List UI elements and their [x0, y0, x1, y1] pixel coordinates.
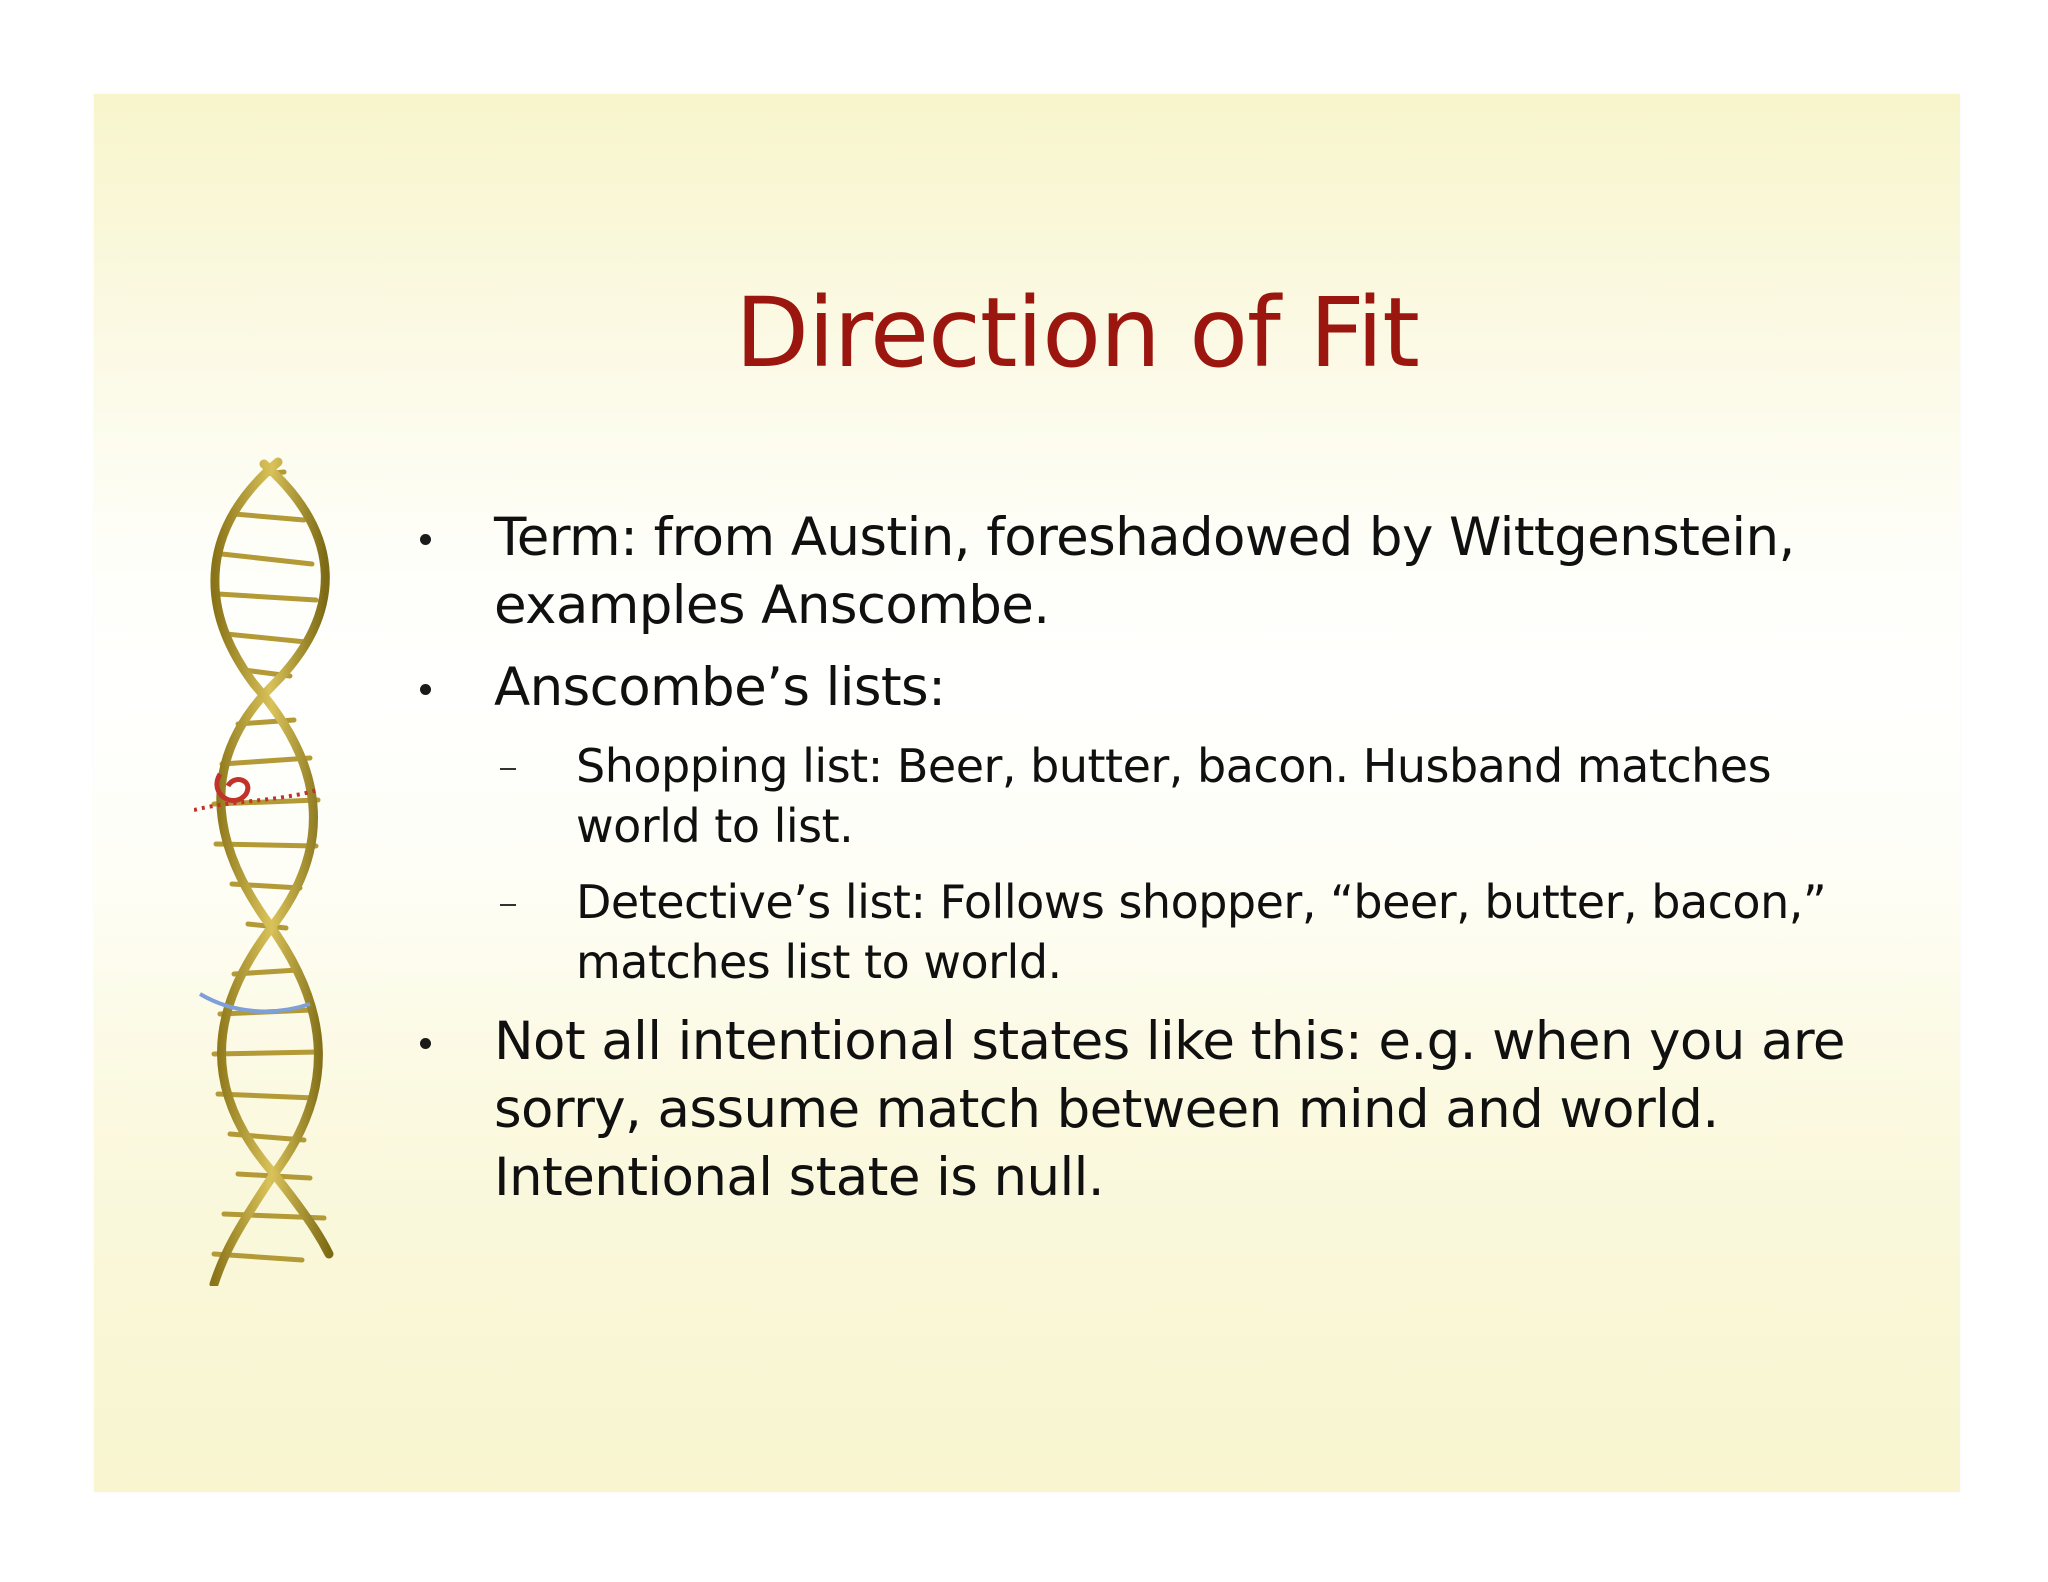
- slide: Direction of Fit: [94, 94, 1960, 1492]
- dna-helix-icon: [194, 457, 334, 1286]
- sub-bullet-text: Detective’s list: Follows shopper, “beer…: [576, 875, 1827, 989]
- slide-title: Direction of Fit: [735, 277, 1420, 389]
- bullet-dot: [420, 534, 431, 545]
- sub-bullet-text: Shopping list: Beer, butter, bacon. Husb…: [576, 739, 1772, 853]
- sub-bullet-item: Detective’s list: Follows shopper, “beer…: [420, 872, 1860, 992]
- bullet-dot: [420, 684, 431, 695]
- bullet-item: Not all intentional states like this: e.…: [420, 1008, 1860, 1212]
- bullet-dot: [420, 1038, 431, 1049]
- bullet-item: Anscombe’s lists:: [420, 654, 1860, 722]
- bullet-text: Term: from Austin, foreshadowed by Wittg…: [494, 507, 1795, 636]
- bullet-text: Anscombe’s lists:: [494, 657, 946, 718]
- bullet-item: Term: from Austin, foreshadowed by Wittg…: [420, 504, 1860, 640]
- bullet-text: Not all intentional states like this: e.…: [494, 1011, 1846, 1208]
- sub-bullet-item: Shopping list: Beer, butter, bacon. Husb…: [420, 736, 1860, 856]
- bullet-list: Term: from Austin, foreshadowed by Wittg…: [420, 504, 1860, 1226]
- sub-bullet-dash: [500, 904, 516, 906]
- sub-bullet-dash: [500, 768, 516, 770]
